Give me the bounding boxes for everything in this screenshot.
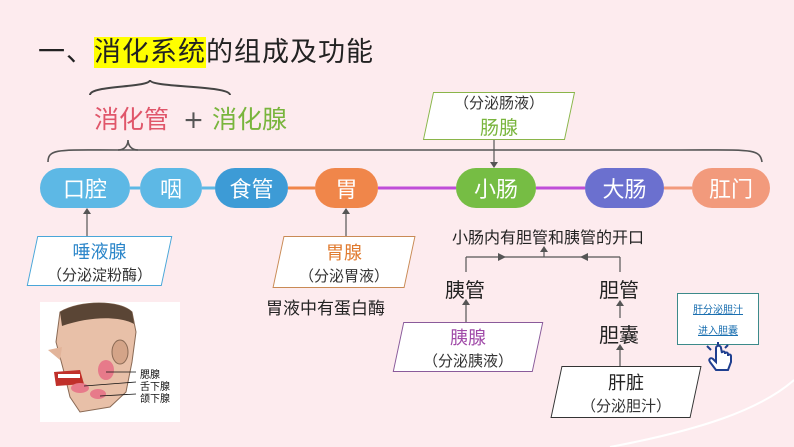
- title-prefix: 一、: [38, 37, 94, 68]
- pancreas-name: 胰腺: [450, 327, 486, 349]
- salivary-gland-secretion: （分泌淀粉酶）: [46, 265, 152, 284]
- title-rest: 的组成及功能: [206, 37, 374, 68]
- plus-sign: +: [183, 105, 204, 134]
- bile-to-gallbladder-link[interactable]: 肝分泌胆汁 进入胆囊: [677, 293, 759, 345]
- duct-opening-note: 小肠内有胆管和胰管的开口: [452, 228, 645, 247]
- gallbladder-label: 胆囊: [599, 323, 639, 347]
- salivary-glands-illustration: 腮腺 舌下腺 颌下腺: [40, 302, 180, 422]
- components-label: 消化管 +消化腺: [94, 100, 287, 136]
- liver-box: 肝脏 （分泌胆汁）: [550, 366, 702, 418]
- tract-label: 消化管: [94, 105, 170, 134]
- pancreas-box: 胰腺 （分泌胰液）: [392, 322, 544, 372]
- sublingual-label: 舌下腺: [140, 382, 170, 393]
- gastric-gland-name: 胃腺: [326, 242, 362, 264]
- bile-duct-label: 胆管: [599, 278, 639, 302]
- node-stomach: 胃: [315, 168, 378, 208]
- glands-label: 消化腺: [211, 105, 287, 134]
- head-illustration-icon: [48, 302, 137, 413]
- pancreatic-duct-label: 胰管: [445, 278, 485, 302]
- intestinal-gland-box: （分泌肠液） 肠腺: [422, 92, 576, 140]
- node-large-intestine: 大肠: [585, 168, 664, 208]
- node-mouth: 口腔: [40, 168, 130, 208]
- gastric-enzyme-note: 胃液中有蛋白酶: [266, 299, 385, 319]
- parotid-label: 腮腺: [140, 370, 160, 381]
- top-brace: [89, 79, 231, 96]
- liver-secretion: （分泌胆汁）: [580, 396, 671, 415]
- gastric-gland-box: 胃腺 （分泌胃液）: [272, 236, 416, 288]
- submandibular-label: 颌下腺: [140, 394, 170, 405]
- title-highlight: 消化系统: [94, 37, 206, 68]
- salivary-gland-name: 唾液腺: [72, 241, 127, 263]
- liver-name: 肝脏: [608, 372, 644, 394]
- hand-pointer-icon: [706, 342, 732, 371]
- intestinal-gland-secretion: （分泌肠液）: [453, 94, 544, 112]
- page-title: 一、消化系统的组成及功能: [38, 30, 374, 69]
- pancreas-secretion: （分泌胰液）: [422, 351, 513, 370]
- link-line-2[interactable]: 进入胆囊: [698, 326, 738, 337]
- node-esophagus: 食管: [215, 168, 288, 208]
- tract-brace: [47, 149, 763, 163]
- intestinal-gland-name: 肠腺: [479, 117, 518, 139]
- node-anus: 肛门: [692, 168, 770, 208]
- node-small-intestine: 小肠: [456, 168, 536, 208]
- node-pharynx: 咽: [140, 168, 202, 208]
- salivary-gland-box: 唾液腺 （分泌淀粉酶）: [26, 236, 173, 286]
- gastric-gland-secretion: （分泌胃液）: [298, 266, 389, 285]
- link-line-1[interactable]: 肝分泌胆汁: [693, 305, 743, 316]
